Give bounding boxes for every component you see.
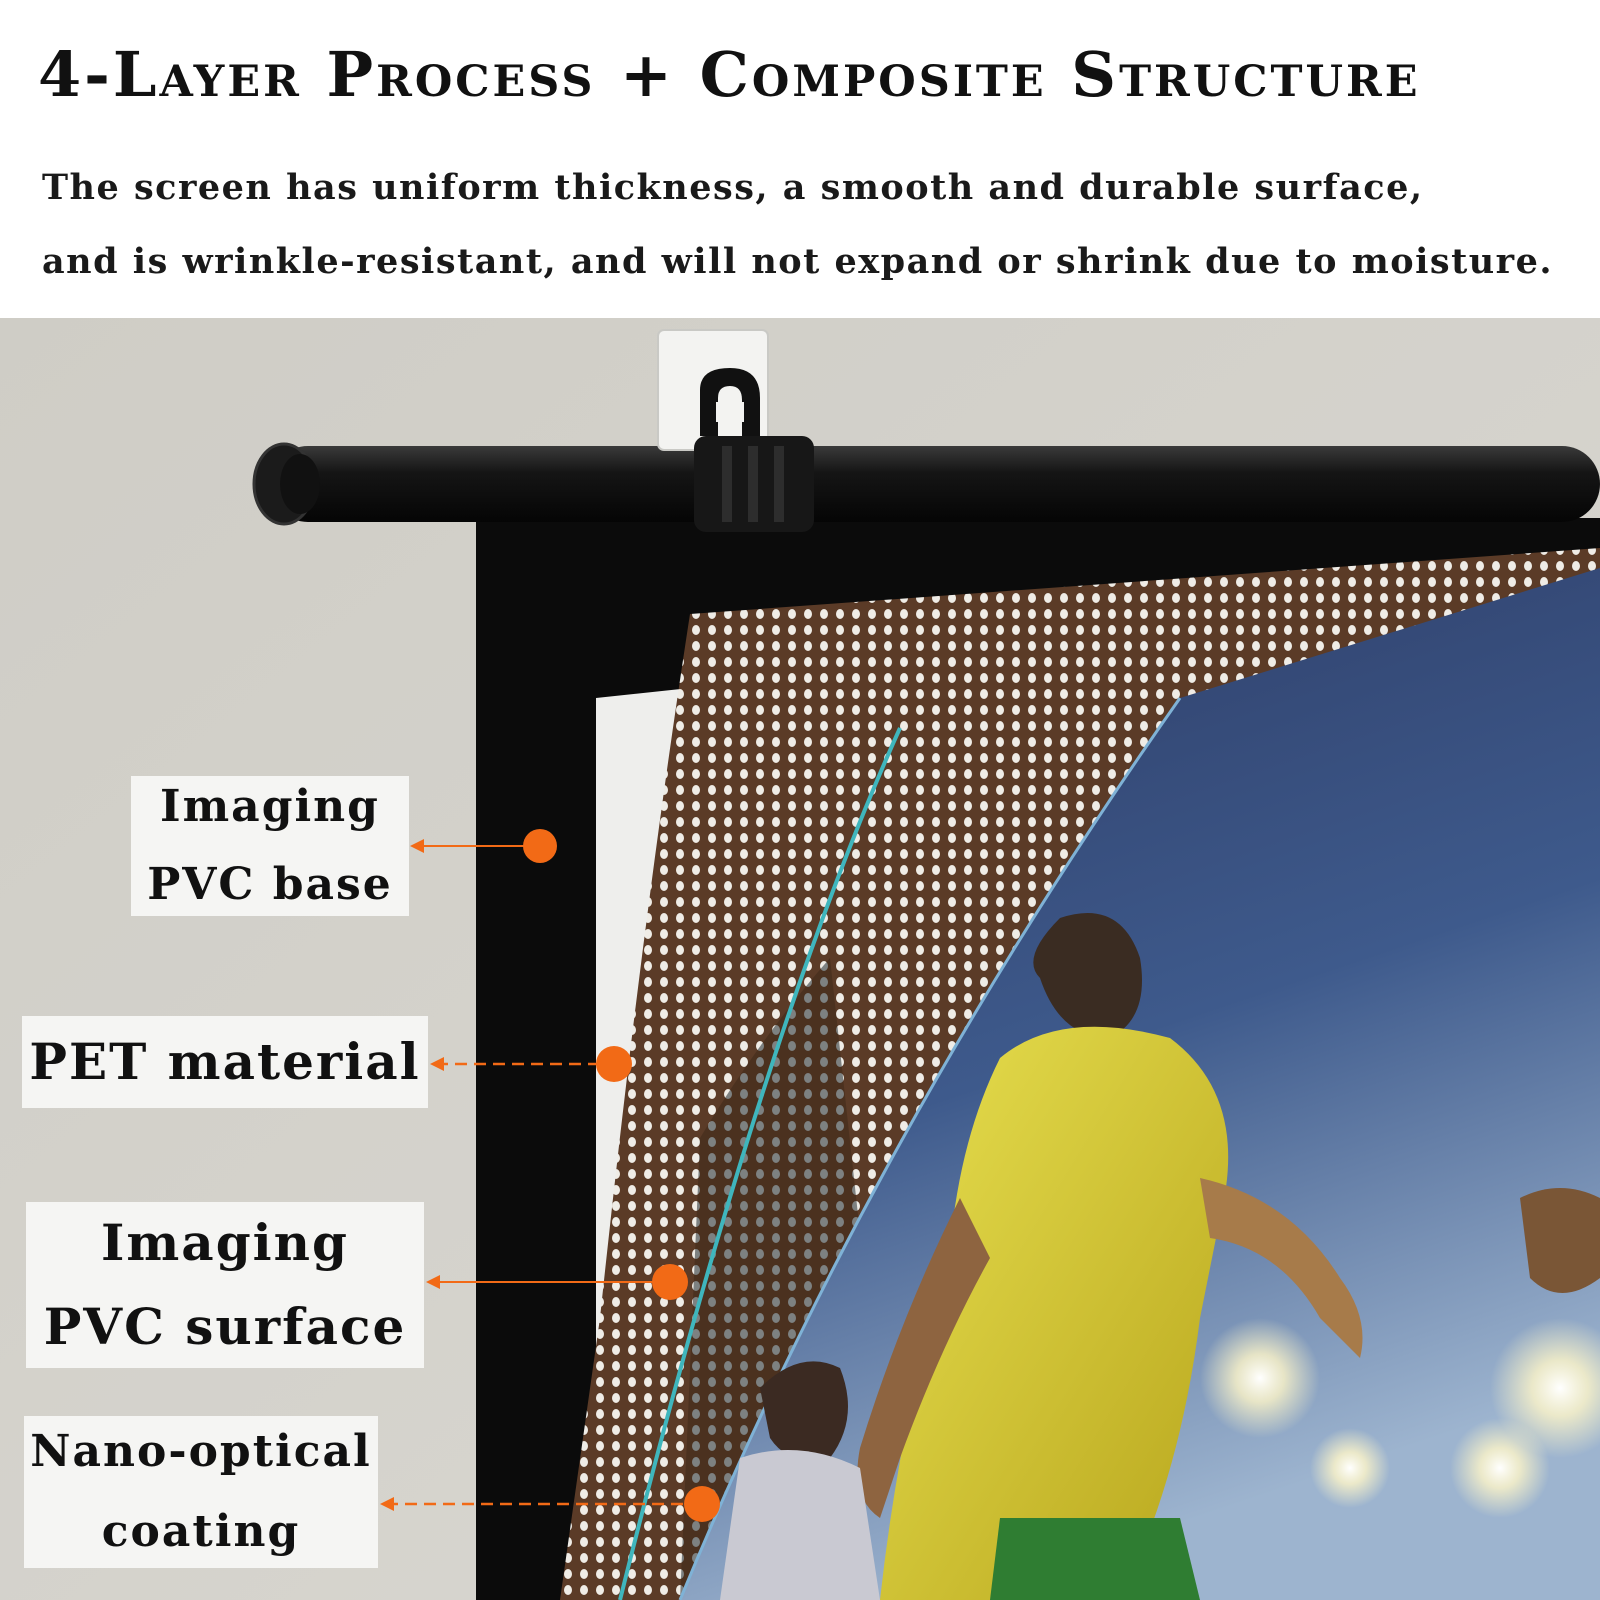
page-title: 4-Layer Process + Composite Structure bbox=[38, 38, 1421, 111]
header: 4-Layer Process + Composite Structure Th… bbox=[0, 0, 1600, 318]
label-imaging-pvc-surface: Imaging PVC surface bbox=[26, 1202, 424, 1368]
label-pet-material: PET material bbox=[22, 1016, 428, 1108]
football-player bbox=[857, 913, 1363, 1600]
subtitle-line-2: and is wrinkle-resistant, and will not e… bbox=[42, 241, 1554, 282]
label-nano-optical-coating: Nano-optical coating bbox=[24, 1416, 378, 1568]
callout-4 bbox=[380, 1486, 720, 1522]
pvc-surface-edge bbox=[618, 727, 902, 1600]
callout-3 bbox=[426, 1264, 688, 1300]
label-imaging-pvc-base: Imaging PVC base bbox=[131, 776, 409, 916]
product-scene: Imaging PVC base PET material Imaging PV… bbox=[0, 318, 1600, 1600]
hook-icon bbox=[657, 329, 814, 532]
callout-2 bbox=[430, 1046, 632, 1082]
background-player bbox=[720, 1188, 1600, 1600]
callout-1 bbox=[410, 829, 557, 863]
screen-illustration bbox=[0, 318, 1600, 1600]
subtitle-line-1: The screen has uniform thickness, a smoo… bbox=[42, 167, 1424, 208]
rod-icon bbox=[270, 446, 1600, 522]
